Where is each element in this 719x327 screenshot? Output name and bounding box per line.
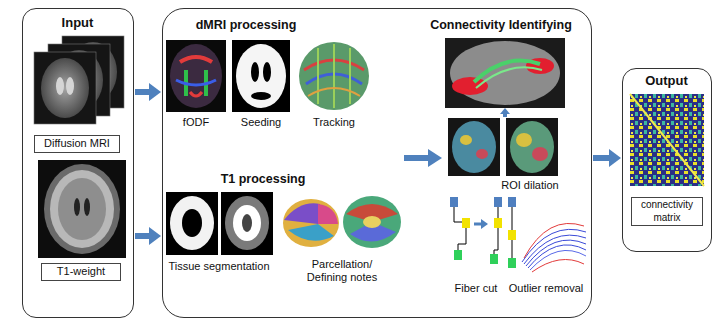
connectivity-matrix	[630, 94, 704, 186]
tissue-segmentation	[166, 192, 273, 255]
box-label: Diffusion MRI	[38, 137, 116, 151]
image-caption: ROI dilation	[490, 179, 570, 192]
flow-arrow	[593, 149, 621, 167]
input-panel: InputDiffusion MRI T1-weight	[22, 8, 134, 318]
panel-title: Output	[623, 73, 710, 88]
flow-arrow	[135, 83, 161, 101]
box-label: T1-weight	[45, 265, 117, 279]
image-caption: Tissue segmentation	[159, 260, 279, 273]
dwi-stack	[34, 36, 124, 124]
fiber-cut	[450, 197, 516, 268]
fodf-image	[166, 40, 226, 112]
input-label: Diffusion MRI	[34, 135, 120, 153]
tractography	[299, 42, 369, 110]
image-caption: fODF	[166, 116, 226, 129]
box-label: connectivity matrix	[635, 199, 699, 224]
image-caption: Parcellation/ Defining notes	[296, 258, 388, 284]
output-panel: Output connectivity matrix	[622, 68, 712, 252]
sagittal-tract	[445, 38, 565, 108]
input-label: T1-weight	[41, 263, 121, 281]
mid-arrow	[404, 149, 442, 167]
t1-image	[38, 160, 126, 258]
flow-arrow	[135, 227, 161, 245]
output-label: connectivity matrix	[631, 197, 703, 226]
up-arrow	[500, 108, 510, 117]
panel-title: Input	[23, 15, 132, 30]
image-caption: Fiber cut	[446, 282, 506, 295]
image-caption: Tracking	[299, 116, 369, 129]
section-heading: dMRI processing	[166, 18, 326, 32]
image-caption: Seeding	[231, 116, 291, 129]
parcellation	[283, 196, 401, 248]
seeding-mask	[232, 40, 290, 112]
roi-dilation	[448, 118, 558, 176]
outlier-fibers	[522, 223, 586, 272]
section-heading: Connectivity Identifying	[421, 18, 581, 32]
image-caption: Outlier removal	[503, 282, 589, 295]
section-heading: T1 processing	[183, 172, 343, 186]
